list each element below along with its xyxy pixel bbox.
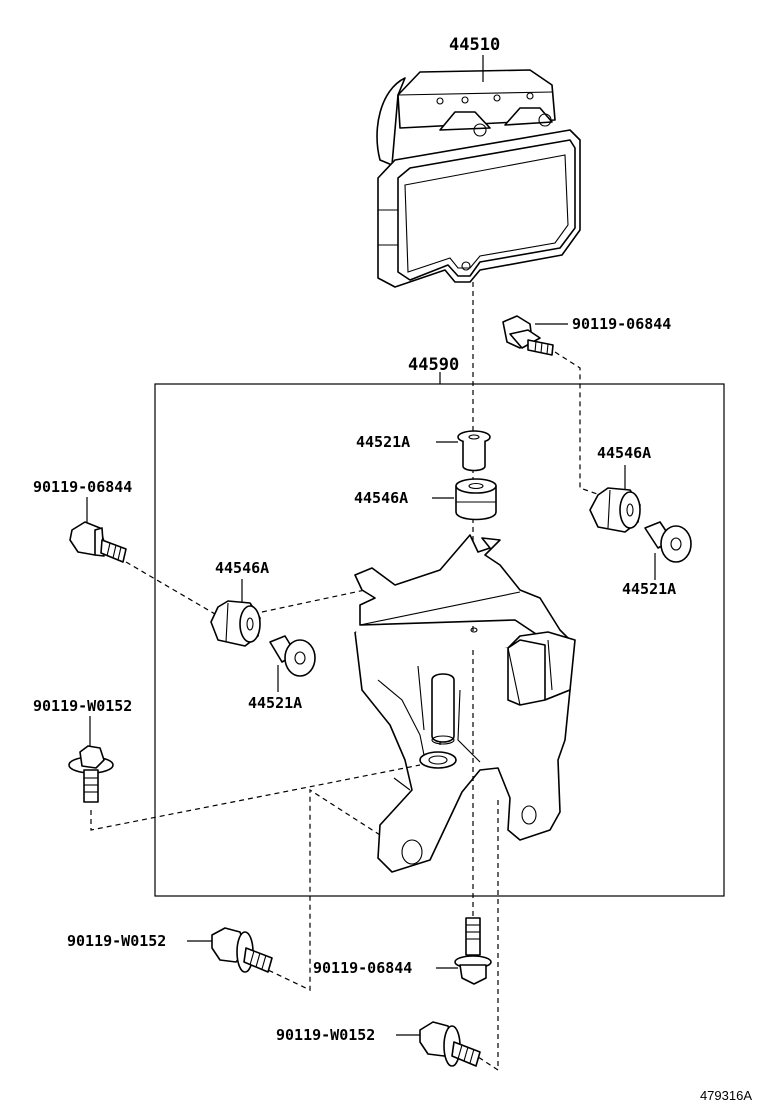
cushion-center bbox=[455, 478, 497, 521]
left-bolt bbox=[69, 521, 127, 563]
flange-bolt-bottom bbox=[419, 1021, 481, 1067]
label-flange-bolt-bottom: 90119-W0152 bbox=[276, 1026, 375, 1044]
top-bolt bbox=[502, 315, 554, 356]
label-bottom-bolt-center: 90119-06844 bbox=[313, 959, 412, 977]
bracket bbox=[354, 534, 576, 873]
collar-left bbox=[269, 635, 316, 677]
collar-right bbox=[644, 521, 692, 563]
abs-actuator bbox=[376, 69, 581, 288]
figure-id: 479316A bbox=[700, 1088, 752, 1103]
label-left-bolt: 90119-06844 bbox=[33, 478, 132, 496]
label-cushion-right: 44546A bbox=[597, 444, 651, 462]
cushion-right bbox=[589, 487, 641, 533]
bottom-bolt-center bbox=[454, 917, 492, 985]
label-top-bolt: 90119-06844 bbox=[572, 315, 671, 333]
label-actuator: 44510 bbox=[449, 35, 500, 55]
collar-center bbox=[457, 430, 491, 472]
label-cushion-left: 44546A bbox=[215, 559, 269, 577]
label-cushion-center: 44546A bbox=[354, 489, 408, 507]
label-flange-bolt-left: 90119-W0152 bbox=[33, 697, 132, 715]
flange-bolt-left bbox=[68, 745, 114, 803]
label-collar-center: 44521A bbox=[356, 433, 410, 451]
label-collar-left: 44521A bbox=[248, 694, 302, 712]
label-collar-right: 44521A bbox=[622, 580, 676, 598]
label-flange-bolt-bottom-left: 90119-W0152 bbox=[67, 932, 166, 950]
label-bracket-assy: 44590 bbox=[408, 355, 459, 375]
flange-bolt-bottom-left bbox=[211, 927, 273, 973]
cushion-left bbox=[210, 600, 261, 647]
